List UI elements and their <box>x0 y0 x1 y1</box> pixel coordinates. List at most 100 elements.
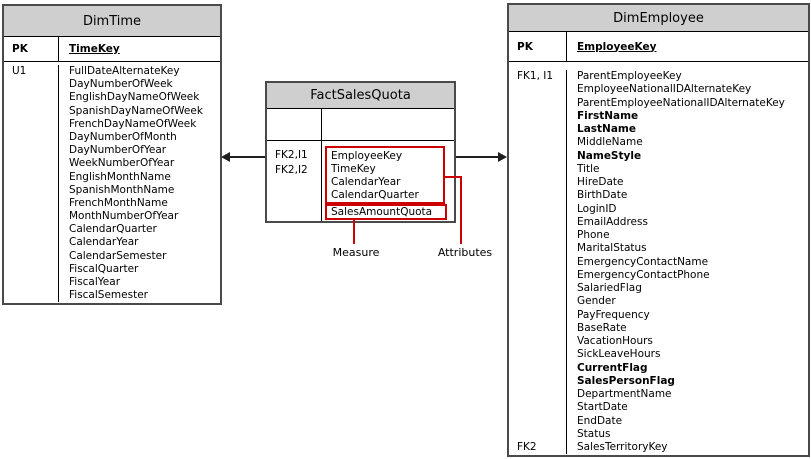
key-label <box>509 109 567 123</box>
attributes-label: Attributes <box>437 246 493 259</box>
column-name: CalendarQuarter <box>331 189 419 201</box>
table-row: CurrentFlag <box>509 361 808 375</box>
key-label <box>4 262 59 276</box>
table-row: SpanishDayNameOfWeek <box>4 104 220 118</box>
key-label <box>4 157 59 171</box>
column-name: EnglishMonthName <box>69 170 171 183</box>
key-label: FK2,I2 <box>275 164 308 176</box>
table-row: FK1, I1 ParentEmployeeKey <box>509 70 808 84</box>
column-name: CalendarYear <box>331 176 401 188</box>
table-row: LastName <box>509 123 808 137</box>
table-row: VacationHours <box>509 335 808 349</box>
key-label <box>509 83 567 97</box>
column-name: VacationHours <box>577 335 653 347</box>
table-factsalesquota-body: FK2,I1 FK2,I2 <box>267 141 454 221</box>
key-label <box>509 268 567 282</box>
key-label <box>509 335 567 349</box>
table-row: SalariedFlag <box>509 282 808 296</box>
column-name: FiscalQuarter <box>69 262 139 275</box>
table-row: EmergencyContactPhone <box>509 268 808 282</box>
table-dimemployee: DimEmployee PK EmployeeKey FK1, I1 Paren… <box>507 3 810 457</box>
column-name: SalariedFlag <box>577 282 642 294</box>
table-row: FrenchMonthName <box>4 196 220 211</box>
pk-column-name: EmployeeKey <box>577 40 657 53</box>
table-dimemployee-body: FK1, I1 ParentEmployeeKey EmployeeNation… <box>509 62 808 455</box>
key-label: FK2,I1 <box>275 149 308 161</box>
table-row: U1 FullDateAlternateKey <box>4 65 220 79</box>
column-name: HireDate <box>577 176 624 188</box>
column-name: BirthDate <box>577 189 628 202</box>
table-row: SickLeaveHours <box>509 348 808 362</box>
table-row: CalendarQuarter <box>4 223 220 237</box>
key-label <box>509 427 567 441</box>
pk-label-empty <box>267 109 322 140</box>
key-label <box>4 289 59 303</box>
table-row: EmployeeNationalIDAlternateKey <box>509 83 808 97</box>
column-name: LastName <box>577 123 636 135</box>
table-dimtime-body: U1 FullDateAlternateKey DayNumberOfWeek … <box>4 62 220 303</box>
key-label <box>509 374 567 388</box>
table-row: Title <box>509 162 808 176</box>
pk-label: PK <box>4 37 59 61</box>
table-row: DayNumberOfMonth <box>4 130 220 145</box>
table-row: BaseRate <box>509 321 808 335</box>
column-name: FiscalSemester <box>69 289 148 302</box>
table-row: FK2 SalesTerritoryKey <box>509 441 808 455</box>
table-row: SpanishMonthName <box>4 183 220 197</box>
key-label <box>509 348 567 362</box>
key-label <box>4 276 59 290</box>
column-name: ParentEmployeeKey <box>577 70 682 82</box>
column-name: SalesPersonFlag <box>577 374 675 387</box>
column-name: SpanishMonthName <box>69 183 175 196</box>
table-row: FiscalSemester <box>4 289 220 303</box>
table-row: FrenchDayNameOfWeek <box>4 117 220 131</box>
column-name: CalendarYear <box>69 236 139 249</box>
table-factsalesquota: FactSalesQuota FK2,I1 FK2,I2 <box>265 81 456 223</box>
table-row: SalesPersonFlag <box>509 374 808 388</box>
key-label <box>509 176 567 190</box>
key-label <box>509 149 567 163</box>
arrow-left-icon <box>221 152 230 162</box>
table-row: EndDate <box>509 414 808 428</box>
column-name: WeekNumberOfYear <box>69 157 175 170</box>
table-row: FirstName <box>509 109 808 123</box>
column-name: ParentEmployeeNationalIDAlternateKey <box>577 96 785 109</box>
table-row: HireDate <box>509 176 808 190</box>
key-label: U1 <box>4 65 59 79</box>
table-dimemployee-pk-row: PK EmployeeKey <box>509 32 808 62</box>
column-name: DayNumberOfWeek <box>69 78 173 91</box>
column-name: EnglishDayNameOfWeek <box>69 91 200 104</box>
column-name: EndDate <box>577 414 623 427</box>
relationship-arrow-to-dimtime <box>229 156 265 158</box>
foreign-key-labels: FK2,I1 FK2,I2 <box>267 141 322 221</box>
table-row: FiscalYear <box>4 276 220 290</box>
column-name: Status <box>577 427 611 440</box>
column-name: DayNumberOfMonth <box>69 130 177 143</box>
table-row: MaritalStatus <box>509 242 808 256</box>
attributes-highlight-box: EmployeeKey TimeKey CalendarYear Calenda… <box>325 146 445 204</box>
column-name: FiscalYear <box>69 276 121 288</box>
table-row: MonthNumberOfYear <box>4 210 220 224</box>
key-label <box>4 223 59 237</box>
attributes-callout-line-vertical <box>460 176 462 244</box>
table-dimemployee-title: DimEmployee <box>509 5 808 32</box>
table-row: FiscalQuarter <box>4 262 220 276</box>
column-name: FrenchMonthName <box>69 196 168 209</box>
key-label <box>509 414 567 428</box>
table-row: LoginID <box>509 202 808 216</box>
table-row: StartDate <box>509 401 808 415</box>
column-name: SalesTerritoryKey <box>577 441 668 453</box>
table-row: EnglishDayNameOfWeek <box>4 91 220 105</box>
table-dimtime-title: DimTime <box>4 6 220 37</box>
pk-column-name: TimeKey <box>69 43 120 55</box>
key-label <box>4 91 59 105</box>
column-name: PayFrequency <box>577 308 650 321</box>
column-name: BaseRate <box>577 321 627 334</box>
column-name: FirstName <box>577 109 639 122</box>
column-name: MonthNumberOfYear <box>69 210 179 223</box>
column-name: Gender <box>577 295 616 308</box>
key-label <box>509 361 567 375</box>
key-label <box>4 210 59 224</box>
column-name: MiddleName <box>577 136 643 149</box>
